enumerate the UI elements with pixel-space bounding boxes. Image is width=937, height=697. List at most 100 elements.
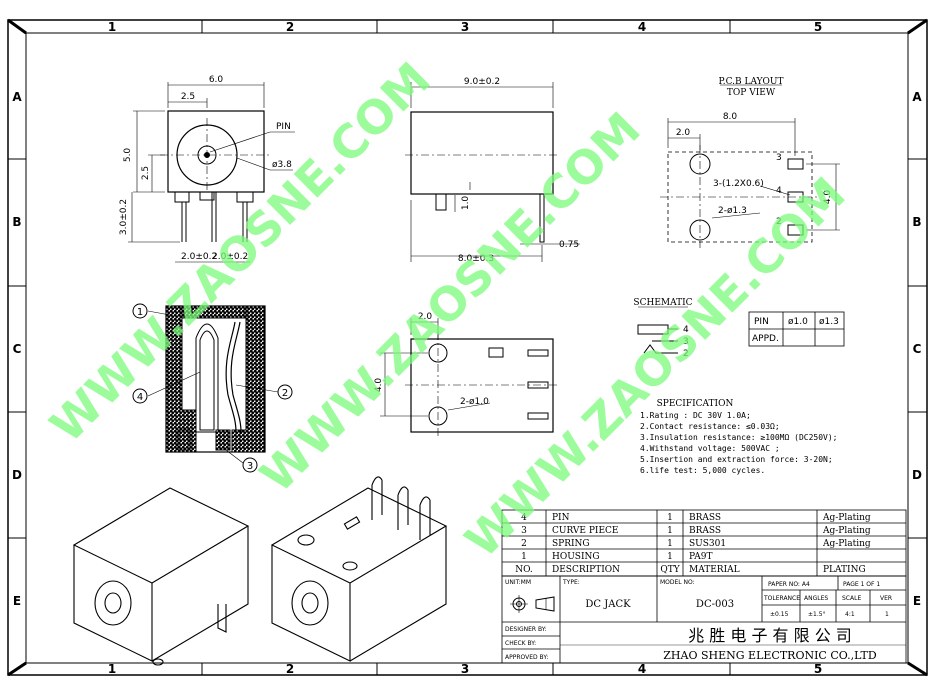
col-label: 2 [286,662,294,676]
bom-material: PA9T [689,552,712,562]
page-no: PAGE 1 OF 1 [843,581,880,588]
row-label: E [13,594,21,608]
col-label: 5 [814,20,822,34]
top-view [380,318,560,438]
pcb-layout [660,84,840,248]
pcb-pin-3: 3 [776,153,782,163]
callout-2: 2 [282,388,288,399]
col-label: 2 [286,20,294,34]
pin-table-cell: APPD. [752,334,779,344]
row-label: C [913,342,922,356]
type-label: TYPE: [562,579,580,586]
top-view-labels: 2.0 4.0 2-ø1.0 [374,312,489,407]
callout-1: 1 [137,307,143,318]
dim-pcb-offset: 2.0 [676,128,691,138]
pcb-title: P.C.B LAYOUT [718,77,783,87]
type-value: DC JACK [585,599,631,610]
unit-label: UNIT:MM [505,579,531,586]
dim-pin-length: 3.0±0.2 [119,199,129,235]
spec-title: SPECIFICATION [657,399,734,409]
pin-table-cell: ø1.0 [788,317,808,327]
section-view [132,303,293,473]
pcb-pin-4: 4 [776,186,782,196]
bom-material: BRASS [689,526,721,536]
spec-line: 3.Insulation resistance: ≥100MΩ (DC250V)… [640,433,837,442]
bom-material: BRASS [689,513,721,523]
front-view-labels: 6.0 2.5 5.0 2.5 3.0±0.2 PIN ø3.8 2.0±0.2… [119,75,292,262]
dim-holes: 2-ø1.3 [718,206,747,216]
bom-desc: PIN [552,513,570,523]
side-view-labels: 9.0±0.2 1.0 8.0±0.3 0.75 [458,77,579,264]
row-label: A [912,90,922,104]
row-label: D [912,468,922,482]
schematic-title: SCHEMATIC [633,298,692,308]
pin-table-cell: ø1.3 [819,317,839,327]
bom-desc: HOUSING [552,552,600,562]
watermarks: WWW.ZAOSNE.COM WWW.ZAOSNE.COM WWW.ZAOSNE… [40,52,856,568]
pcb-layout-labels: P.C.B LAYOUT TOP VIEW 8.0 2.0 4.0 3-(1.2… [676,77,833,227]
dim-pcb-height: 4.0 [823,190,833,205]
spec-line: 2.Contact resistance: ≤0.03Ω; [640,422,780,431]
model-value: DC-003 [696,599,734,610]
border-labels: 1 2 3 4 5 1 2 3 4 5 A B C D E A B C D E [12,20,922,676]
bom-qty: QTY [660,565,680,575]
bom-material: MATERIAL [689,565,740,575]
model-label: MODEL NO: [660,579,695,586]
col-label: 4 [638,20,646,34]
bom-no: 4 [521,513,527,523]
bom-no: 3 [521,526,527,536]
projection-symbol [510,595,555,613]
dim-pin-position: 8.0±0.3 [458,254,494,264]
bom-qty: 1 [667,552,673,562]
row-label: B [12,215,21,229]
col-label: 3 [461,662,469,676]
company-name-cn: 兆 胜 电 子 有 限 公 司 [688,626,852,645]
dim-length: 9.0±0.2 [464,77,500,87]
spec-line: 4.Withstand voltage: 500VAC ; [640,444,780,453]
row-label: E [913,594,921,608]
spec-line: 6.life test: 5,000 cycles. [640,466,765,475]
ver-label: VER [880,595,892,602]
col-label: 3 [461,20,469,34]
bom-desc: CURVE PIECE [552,526,619,536]
company-name-en: ZHAO SHENG ELECTRONIC CO.,LTD [663,649,877,662]
bom-plating: PLATING [823,565,866,575]
check-label: CHECK BY: [505,640,536,647]
schematic-labels: SCHEMATIC 4 3 2 [633,298,692,359]
scale-value: 4:1 [845,611,855,618]
dim-slots: 3-(1.2X0.6) [713,179,764,189]
dim-top-height: 4.0 [374,378,384,393]
col-label: 1 [108,20,116,34]
dim-pitch-a: 2.0±0.2 [181,252,217,262]
dim-offset: 2.5 [181,92,195,102]
dim-height: 5.0 [123,148,133,163]
row-label: B [912,215,921,229]
pin-table-text: PIN ø1.0 ø1.3 APPD. [752,317,839,344]
pin-table-cell: PIN [754,317,769,327]
schematic-pin-2: 2 [683,349,689,359]
dim-small: 1.0 [461,196,471,211]
designer-label: DESIGNER BY: [505,626,547,633]
bom-no: 1 [521,552,527,562]
dim-center: 2.5 [141,166,151,180]
bom-qty: 1 [667,539,673,549]
bom-qty: 1 [667,513,673,523]
title-block-text: UNIT:MM TYPE: DC JACK MODEL NO: DC-003 P… [505,579,892,662]
pin-label: PIN [276,122,291,132]
schematic-pin-4: 4 [683,325,689,335]
title-block [501,575,907,664]
bom-no: NO. [515,565,533,575]
row-label: A [12,90,22,104]
specification: SPECIFICATION 1.Rating : DC 30V 1.0A; 2.… [640,399,837,475]
bom-table [501,509,907,577]
schematic [637,306,688,354]
pcb-subtitle: TOP VIEW [727,88,776,98]
paper-no: PAPER NO: A4 [768,581,810,588]
schematic-pin-3: 3 [683,337,689,347]
sheet-frame [7,18,928,677]
bom-plating: Ag-Plating [822,539,871,549]
row-label: D [12,468,22,482]
ver-value: 1 [885,611,889,618]
section-view-labels: 1 4 2 3 [137,307,288,472]
